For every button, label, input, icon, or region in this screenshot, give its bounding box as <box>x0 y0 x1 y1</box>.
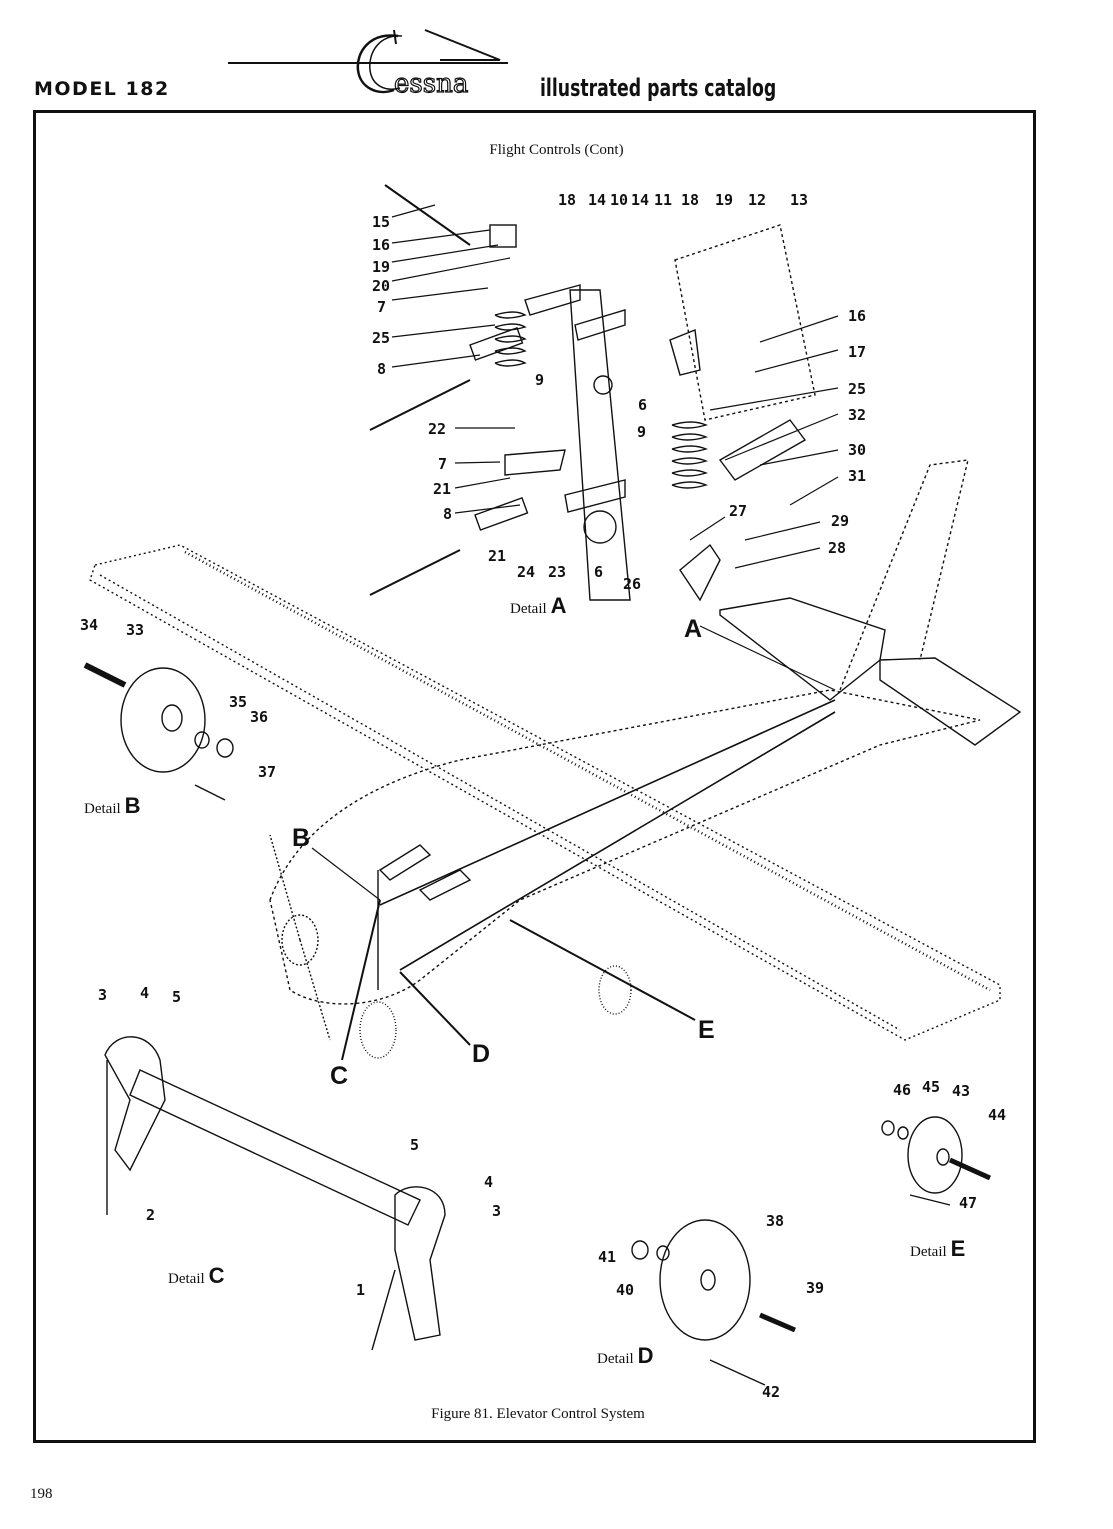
cessna-logo: essna <box>356 29 501 100</box>
part-10: 10 <box>610 191 628 209</box>
part-39: 39 <box>806 1279 824 1297</box>
callout-b: B <box>292 824 311 852</box>
part-30: 30 <box>848 441 866 459</box>
svg-text:essna: essna <box>394 69 468 99</box>
arm-2 <box>104 1036 166 1172</box>
part-5: 5 <box>172 988 181 1006</box>
part-12: 12 <box>748 191 766 209</box>
part-43: 43 <box>952 1082 970 1100</box>
part-14b: 14 <box>631 191 649 209</box>
torque-tube <box>129 1069 421 1226</box>
part-33: 33 <box>126 621 144 639</box>
part-5b: 5 <box>410 1136 419 1154</box>
part-11: 11 <box>654 191 672 209</box>
part-9: 9 <box>535 371 544 389</box>
arm-1 <box>394 1186 446 1341</box>
part-19: 19 <box>372 258 390 276</box>
part-15: 15 <box>372 213 390 231</box>
part-22: 22 <box>428 420 446 438</box>
part-28: 28 <box>828 539 846 557</box>
part-26: 26 <box>623 575 641 593</box>
fitting-16 <box>489 224 517 248</box>
vertical-fin <box>839 459 969 691</box>
part-16: 16 <box>372 236 390 254</box>
part-42: 42 <box>762 1383 780 1401</box>
part-16b: 16 <box>848 307 866 325</box>
part-38: 38 <box>766 1212 784 1230</box>
part-8: 8 <box>377 360 386 378</box>
wing-outline <box>89 544 1001 1041</box>
part-25: 25 <box>372 329 390 347</box>
part-23: 23 <box>548 563 566 581</box>
part-20: 20 <box>372 277 390 295</box>
catalog-title: illustrated parts catalog <box>540 74 777 102</box>
elevator-cable <box>379 699 836 906</box>
bellcrank-arm <box>569 289 631 601</box>
part-14: 14 <box>588 191 606 209</box>
part-25b: 25 <box>848 380 866 398</box>
figure-caption: Figure 81. Elevator Control System <box>431 1406 645 1422</box>
part-35: 35 <box>229 693 247 711</box>
part-8b: 8 <box>443 505 452 523</box>
callout-d: D <box>472 1040 491 1068</box>
callout-a: A <box>684 615 703 643</box>
pulley-33 <box>120 667 206 773</box>
part-4b: 4 <box>484 1173 493 1191</box>
part-47: 47 <box>959 1194 977 1212</box>
part-18: 18 <box>558 191 576 209</box>
part-21: 21 <box>433 480 451 498</box>
part-27: 27 <box>729 502 747 520</box>
part-40: 40 <box>616 1281 634 1299</box>
logo-rule <box>228 62 508 64</box>
spring-25-left <box>494 311 527 367</box>
spring-25-right <box>671 421 709 489</box>
stabilizer <box>719 597 886 701</box>
part-31: 31 <box>848 467 866 485</box>
part-4: 4 <box>140 984 149 1002</box>
part-34: 34 <box>80 616 98 634</box>
part-7b: 7 <box>438 455 447 473</box>
part-2: 2 <box>146 1206 155 1224</box>
part-45: 45 <box>922 1078 940 1096</box>
fuselage-outline <box>269 689 981 1005</box>
part-3b: 3 <box>492 1202 501 1220</box>
part-24: 24 <box>517 563 535 581</box>
part-18b: 18 <box>681 191 699 209</box>
part-36: 36 <box>250 708 268 726</box>
part-17: 17 <box>848 343 866 361</box>
part-32: 32 <box>848 406 866 424</box>
part-29: 29 <box>831 512 849 530</box>
part-19b: 19 <box>715 191 733 209</box>
part-13: 13 <box>790 191 808 209</box>
model-label: MODEL 182 <box>34 78 170 100</box>
part-41: 41 <box>598 1248 616 1266</box>
part-3: 3 <box>98 986 107 1004</box>
part-21b: 21 <box>488 547 506 565</box>
part-9b: 9 <box>637 423 646 441</box>
part-1: 1 <box>356 1281 365 1299</box>
figure-frame <box>33 110 1036 1443</box>
part-46: 46 <box>893 1081 911 1099</box>
pulley-38 <box>659 1219 751 1341</box>
part-6: 6 <box>638 396 647 414</box>
page-number: 198 <box>30 1486 53 1502</box>
figure-title: Flight Controls (Cont) <box>489 142 624 158</box>
pulley-43 <box>907 1116 963 1194</box>
part-6b: 6 <box>594 563 603 581</box>
elevator <box>879 657 1022 746</box>
callout-c: C <box>330 1062 349 1090</box>
part-37: 37 <box>258 763 276 781</box>
part-44: 44 <box>988 1106 1006 1124</box>
part-7: 7 <box>377 298 386 316</box>
callout-e: E <box>698 1016 715 1044</box>
